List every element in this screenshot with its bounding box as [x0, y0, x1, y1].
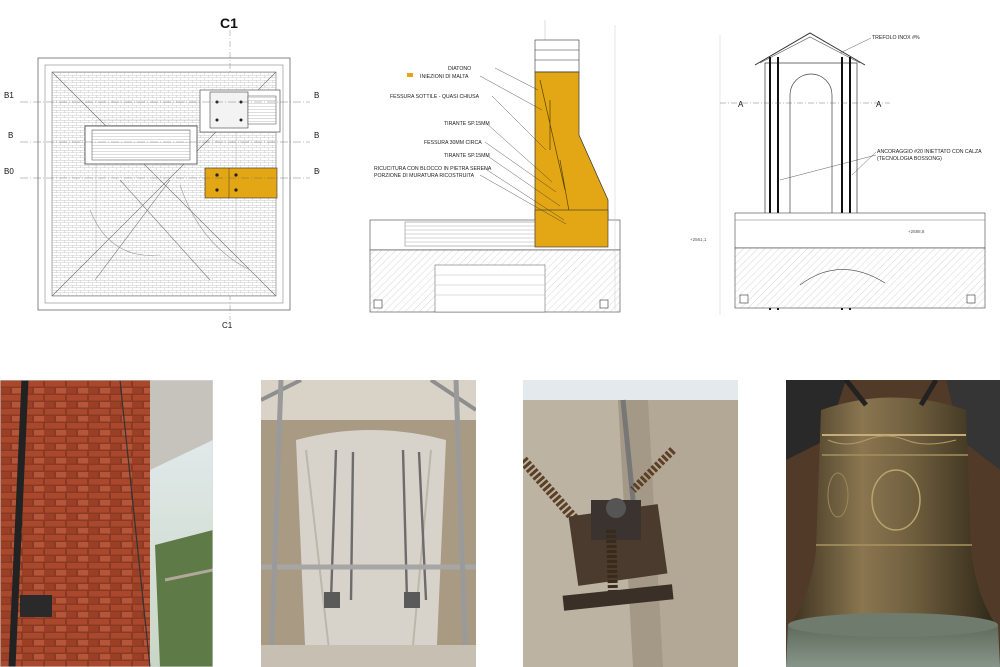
concrete-cap-anchors-photo: [261, 380, 476, 667]
section-mark-b-right: B: [314, 131, 319, 140]
callout-iniezioni: INIEZIONI DI MALTA: [420, 74, 469, 80]
plan-drawing: C1 B1 B1 B B B0 B0 C1: [0, 10, 320, 340]
level-left: +2561,1: [690, 237, 707, 242]
callout-fessura-sottile: FESSURA SOTTILE - QUASI CHIUSA: [390, 94, 480, 100]
bronze-bell-photo: [786, 380, 1000, 667]
elevation-section-mark-right: A: [876, 100, 882, 109]
plan-bottom-marker: C1: [222, 321, 233, 330]
callout-tirante-2: TIRANTE SP.15MM: [444, 153, 490, 159]
elevation-drawing: A A TREFOLO INOX #% ANCORAGGIO #20 INIET…: [680, 15, 990, 325]
section-callouts: DIATONO INIEZIONI DI MALTA FESSURA SOTTI…: [374, 66, 492, 179]
section-mark-b-left: B: [8, 131, 13, 140]
callout-fessura-30: FESSURA 30MM CIRCA: [424, 140, 482, 146]
section-mark-b1-right: B1: [314, 91, 320, 100]
callout-ancoraggio: ANCORAGGIO #20 INIETTATO CON CALZA: [877, 149, 982, 155]
callout-diatono: DIATONO: [448, 66, 471, 72]
plan-title: C1: [220, 15, 238, 31]
section-mark-b0-left: B0: [4, 167, 14, 176]
section-mark-b0-right: B0: [314, 167, 320, 176]
callout-bossong: (TECNOLOGIA BOSSONG): [877, 156, 942, 162]
callout-tirante-1: TIRANTE SP.15MM: [444, 121, 490, 127]
level-right: +2588,8: [908, 229, 925, 234]
callout-ricucitura: RICUCITURA CON BLOCCO IN PIETRA SERENA: [374, 166, 492, 172]
section-mark-b1-left: B1: [4, 91, 14, 100]
callout-porzione: PORZIONE DI MURATURA RICOSTRUITA: [374, 173, 475, 179]
brick-wall-photo: [0, 380, 213, 667]
threaded-bar-anchor-photo: [523, 380, 738, 667]
section-drawing: DIATONO INIEZIONI DI MALTA FESSURA SOTTI…: [360, 10, 650, 330]
legend-swatch: [407, 73, 413, 77]
callout-trefolo: TREFOLO INOX #%: [872, 35, 920, 41]
elevation-section-mark-left: A: [738, 100, 744, 109]
